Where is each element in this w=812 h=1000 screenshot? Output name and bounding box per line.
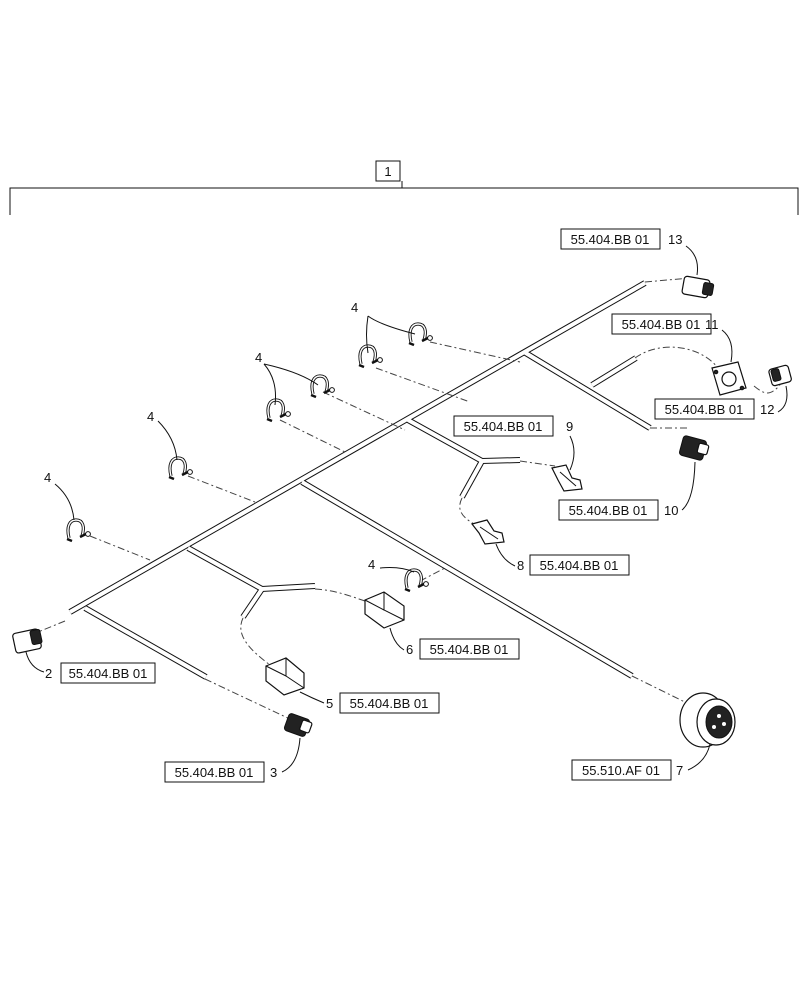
callout-11-item: 11 <box>705 317 719 332</box>
callout-12-item: 12 <box>760 402 774 417</box>
callout-10: 55.404.BB 01 10 <box>558 461 696 521</box>
callout-12: 55.404.BB 01 12 <box>654 385 788 420</box>
connector-10-icon <box>678 435 710 461</box>
terminal-8-icon <box>470 519 505 545</box>
callout-8-item: 8 <box>517 558 524 573</box>
callout-9: 55.404.BB 01 9 <box>453 415 575 471</box>
callout-6-ref: 55.404.BB 01 <box>430 642 509 657</box>
callout-8: 55.404.BB 01 8 <box>495 543 630 576</box>
callout-11: 55.404.BB 01 11 <box>611 313 733 363</box>
clamp-icon <box>358 344 383 369</box>
callout-5: 55.404.BB 01 5 <box>299 691 440 714</box>
callout-5-ref: 55.404.BB 01 <box>350 696 429 711</box>
callout-9-item: 9 <box>566 419 573 434</box>
connector-7-round-icon <box>679 692 736 748</box>
clamp-icon <box>266 398 291 423</box>
clamp-leaders <box>54 315 416 573</box>
harness-wire-fill <box>241 587 264 619</box>
harness-wire-fill <box>300 480 634 678</box>
callout-2-ref: 55.404.BB 01 <box>69 666 148 681</box>
callout-11-ref: 55.404.BB 01 <box>622 317 701 332</box>
callout-2-item: 2 <box>45 666 52 681</box>
terminal-9-icon <box>551 464 583 492</box>
harness-wire-fill <box>460 460 484 498</box>
callout-12-ref: 55.404.BB 01 <box>665 402 744 417</box>
callout-13: 55.404.BB 01 13 <box>560 228 698 276</box>
connector-2-icon <box>12 628 43 654</box>
callout-13-ref: 55.404.BB 01 <box>571 232 650 247</box>
clamp-icon <box>66 518 91 543</box>
harness-wires <box>68 280 652 680</box>
callout-3: 55.404.BB 01 3 <box>164 737 301 783</box>
callout-6-item: 6 <box>406 642 413 657</box>
harness-wire-fill <box>522 350 652 430</box>
callout-10-ref: 55.404.BB 01 <box>569 503 648 518</box>
callout-9-ref: 55.404.BB 01 <box>464 419 543 434</box>
callout-7: 55.510.AF 01 7 <box>571 743 711 781</box>
callout-8-ref: 55.404.BB 01 <box>540 558 619 573</box>
clamp-icon <box>168 456 193 481</box>
callout-5-item: 5 <box>326 696 333 711</box>
callout-10-item: 10 <box>664 503 678 518</box>
clamp-label: 4 <box>147 409 154 424</box>
harness-wire-fill <box>187 546 316 592</box>
clamp-label: 4 <box>255 350 262 365</box>
callout-3-item: 3 <box>270 765 277 780</box>
harness-wire-fill <box>590 356 638 387</box>
connector-12-icon <box>768 364 792 387</box>
callout-3-ref: 55.404.BB 01 <box>175 765 254 780</box>
clamp-label: 4 <box>351 300 358 315</box>
harness-wire-fill <box>69 281 646 614</box>
clamp-label: 4 <box>44 470 51 485</box>
connector-11-flange-icon <box>711 361 747 396</box>
clamp-label: 4 <box>368 557 375 572</box>
assembly-item-number: 1 <box>384 164 391 179</box>
callout-7-item: 7 <box>676 763 683 778</box>
connector-3-icon <box>283 713 313 737</box>
connector-13-icon <box>681 275 715 299</box>
connector-6-icon <box>364 591 405 629</box>
harness-wire-fill <box>84 606 207 679</box>
clamp-icon <box>310 374 335 399</box>
clamp-icon <box>404 568 429 593</box>
callout-13-item: 13 <box>668 232 682 247</box>
dash-leaders <box>37 277 781 721</box>
callout-2: 55.404.BB 01 2 <box>25 651 156 684</box>
callout-6: 55.404.BB 01 6 <box>389 627 520 660</box>
assembly-bracket: 1 <box>9 160 799 215</box>
clamp-icon <box>408 322 433 347</box>
connector-5-icon <box>265 657 305 696</box>
clamp-group <box>66 322 433 593</box>
callout-7-ref: 55.510.AF 01 <box>582 763 660 778</box>
